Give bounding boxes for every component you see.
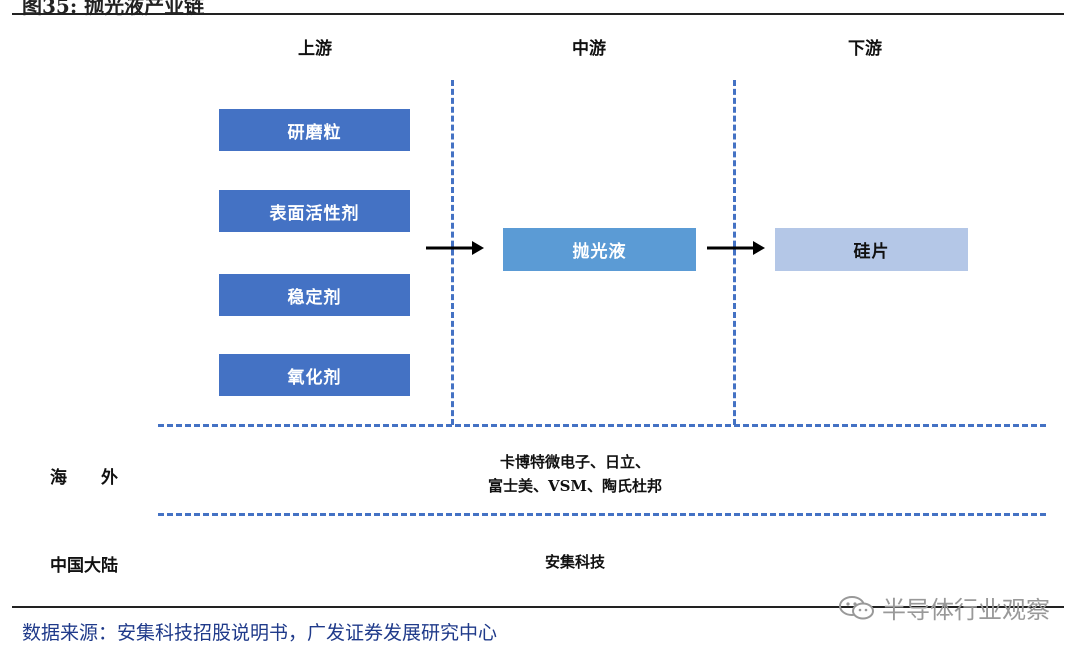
bottom-rule — [12, 606, 1064, 608]
stage-midstream: 中游 — [572, 39, 606, 59]
separator-mid-down — [733, 80, 736, 425]
upstream-box-abrasive: 研磨粒 — [219, 109, 410, 151]
row-label-china: 中国大陆 — [50, 556, 118, 576]
right-arrow-icon — [707, 241, 765, 255]
watermark: 半导体行业观察 — [838, 590, 1050, 625]
top-rule — [12, 13, 1064, 15]
row-separator-bottom — [158, 513, 1046, 516]
overseas-companies: 卡博特微电子、日立、 富士美、VSM、陶氏杜邦 — [487, 453, 663, 495]
watermark-text: 半导体行业观察 — [882, 596, 1050, 624]
wechat-icon — [839, 595, 874, 619]
row-label-overseas: 海 外 — [50, 468, 118, 488]
upstream-box-stabilizer: 稳定剂 — [219, 274, 410, 316]
midstream-box-polishing-slurry: 抛光液 — [503, 228, 696, 271]
right-arrow-icon — [426, 241, 484, 255]
source-note: 数据来源：安集科技招股说明书，广发证券发展研究中心 — [22, 622, 498, 644]
separator-up-mid — [451, 80, 454, 425]
upstream-box-surfactant: 表面活性剂 — [219, 190, 410, 232]
upstream-box-oxidizer: 氧化剂 — [219, 354, 410, 396]
stage-upstream: 上游 — [298, 39, 332, 59]
china-companies: 安集科技 — [544, 553, 605, 571]
figure-title: 图35: 抛光液产业链 — [22, 0, 205, 18]
stage-downstream: 下游 — [848, 39, 882, 59]
downstream-box-wafer: 硅片 — [775, 228, 968, 271]
row-separator-top — [158, 424, 1046, 427]
